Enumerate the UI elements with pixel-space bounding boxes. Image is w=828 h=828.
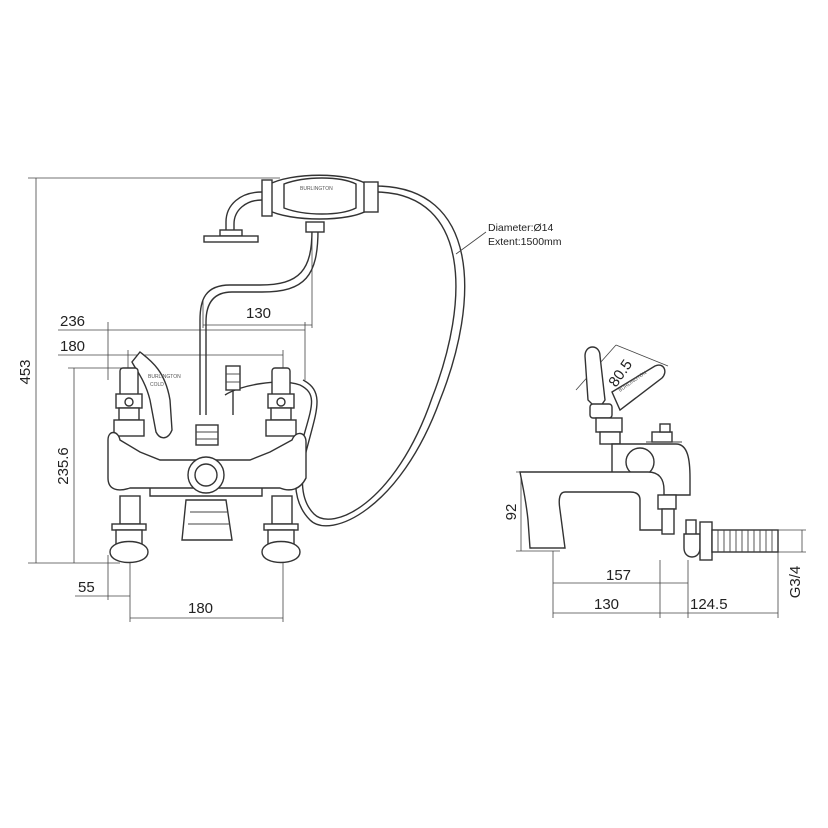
dim-spout-157: 157 — [606, 567, 631, 584]
right-lever-handle — [265, 367, 297, 437]
side-view-tap: BURLINGTON — [519, 346, 779, 561]
svg-text:BURLINGTON: BURLINGTON — [148, 374, 181, 380]
shower-hose — [224, 185, 466, 527]
dim-thread: G3/4 — [787, 566, 804, 599]
dim-spout-height: 92 — [503, 504, 520, 521]
hose-diameter-note: Diameter:Ø14 — [488, 222, 554, 234]
side-spout — [519, 471, 665, 549]
dim-tail-124-5: 124.5 — [690, 596, 728, 613]
svg-text:BURLINGTON: BURLINGTON — [300, 186, 333, 192]
left-lever-handle: BURLINGTON COLD — [113, 351, 181, 439]
svg-text:COLD: COLD — [150, 382, 164, 388]
dim-overall-height: 453 — [17, 359, 34, 384]
spout — [181, 499, 233, 541]
front-dimension-lines — [28, 177, 313, 622]
dim-width-236: 236 — [60, 313, 85, 330]
dim-handle-height: 235.6 — [55, 447, 72, 485]
hose-extent-note: Extent:1500mm — [488, 236, 562, 248]
side-lever-handle — [584, 346, 606, 412]
threaded-tail — [711, 529, 779, 553]
dim-width-180-bottom: 180 — [188, 600, 213, 617]
dim-spout-130: 130 — [594, 596, 619, 613]
shower-handset: BURLINGTON — [203, 174, 379, 243]
dim-width-180-top: 180 — [60, 338, 85, 355]
front-view-tap: BURLINGTON BURLINGTON COLD — [107, 174, 466, 564]
dim-hose-offset: 130 — [246, 305, 271, 322]
dim-centre-55: 55 — [78, 579, 95, 596]
